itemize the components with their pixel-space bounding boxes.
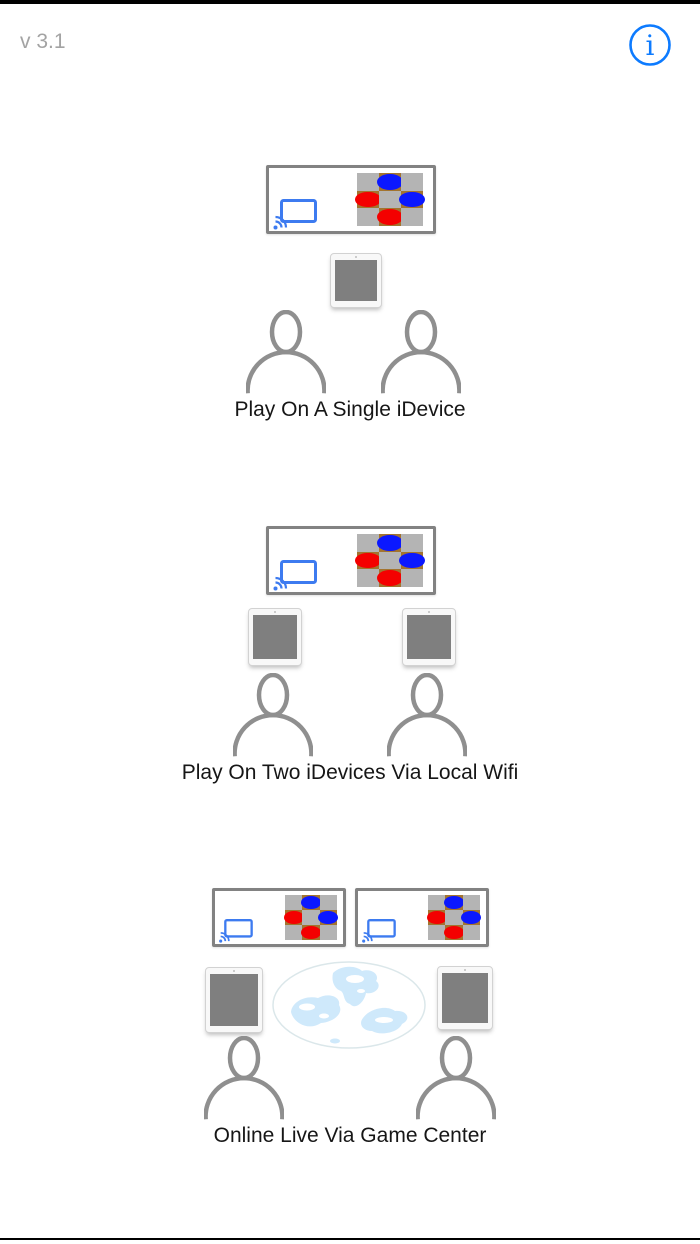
board-cell-dark xyxy=(283,910,304,925)
ipad-screen xyxy=(253,615,297,659)
red-checker-piece xyxy=(283,910,304,925)
tv-screen-right xyxy=(355,888,489,947)
board-cell-dark xyxy=(399,190,425,209)
player-silhouette-left xyxy=(233,673,313,757)
board-cell-dark xyxy=(461,910,482,925)
checkers-board xyxy=(355,173,425,226)
ipad-icon-right xyxy=(437,966,493,1030)
board-cell-light xyxy=(357,569,379,587)
board-cell-light xyxy=(428,895,446,910)
ipad-icon xyxy=(330,253,382,308)
ipad-screen xyxy=(442,973,488,1023)
ipad-camera-dot xyxy=(428,611,430,613)
board-cell-light xyxy=(428,925,446,940)
info-icon: i xyxy=(629,24,671,66)
ipad-icon-left xyxy=(248,608,302,666)
tv-screen-left xyxy=(212,888,346,947)
ipad-icon-right xyxy=(402,608,456,666)
ipad-camera-dot xyxy=(233,970,235,972)
blue-checker-piece xyxy=(399,552,425,569)
board-cell-light xyxy=(445,910,463,925)
ipad-screen xyxy=(210,974,258,1026)
blue-checker-piece xyxy=(377,173,403,190)
blue-checker-piece xyxy=(377,534,403,551)
board-cell-light xyxy=(462,895,480,910)
ipad-icon-left xyxy=(205,967,263,1033)
red-checker-piece xyxy=(355,191,381,208)
blue-checker-piece xyxy=(318,910,339,925)
screen-mirroring-icon xyxy=(362,919,396,943)
player-silhouette-left xyxy=(246,310,326,394)
red-checker-piece xyxy=(300,925,322,940)
checkers-board xyxy=(283,895,339,940)
board-cell-light xyxy=(462,925,480,940)
ipad-camera-dot xyxy=(274,611,276,613)
board-cell-light xyxy=(401,208,423,226)
tv-screen xyxy=(266,165,436,234)
ipad-screen xyxy=(407,615,451,659)
board-cell-dark xyxy=(355,190,381,209)
player-silhouette-left xyxy=(204,1036,284,1120)
board-cell-light xyxy=(401,173,423,191)
player-silhouette-right xyxy=(381,310,461,394)
menu-option-label: Play On A Single iDevice xyxy=(234,398,466,421)
checkers-board xyxy=(355,534,425,587)
board-cell-dark xyxy=(399,551,425,570)
board-cell-light xyxy=(302,910,320,925)
board-cell-light xyxy=(379,551,401,570)
board-cell-light xyxy=(401,569,423,587)
menu-option-two-devices-wifi[interactable]: Play On Two iDevices Via Local Wifi xyxy=(0,526,700,788)
board-cell-light xyxy=(379,190,401,209)
ipad-camera-dot xyxy=(464,969,466,971)
board-cell-dark xyxy=(443,895,465,910)
checkers-board xyxy=(426,895,482,940)
board-cell-dark xyxy=(300,925,322,940)
player-silhouette-right xyxy=(387,673,467,757)
svg-text:i: i xyxy=(646,29,655,62)
board-cell-dark xyxy=(443,925,465,940)
player-silhouette-right xyxy=(416,1036,496,1120)
red-checker-piece xyxy=(377,209,403,226)
board-cell-dark xyxy=(377,208,403,226)
board-cell-light xyxy=(357,173,379,191)
menu-option-single-device[interactable]: Play On A Single iDevice xyxy=(0,165,700,427)
menu-option-label: Play On Two iDevices Via Local Wifi xyxy=(181,761,519,784)
board-cell-light xyxy=(285,925,303,940)
board-cell-dark xyxy=(355,551,381,570)
screen-mirroring-icon xyxy=(219,919,253,943)
red-checker-piece xyxy=(426,910,447,925)
board-cell-dark xyxy=(318,910,339,925)
board-cell-dark xyxy=(377,569,403,587)
board-cell-light xyxy=(319,925,337,940)
red-checker-piece xyxy=(355,552,381,569)
board-cell-light xyxy=(401,534,423,552)
version-label: v 3.1 xyxy=(20,30,66,53)
ipad-screen xyxy=(335,260,377,301)
board-cell-light xyxy=(357,208,379,226)
globe-icon xyxy=(272,961,426,1049)
board-cell-light xyxy=(285,895,303,910)
menu-option-label: Online Live Via Game Center xyxy=(213,1124,487,1147)
board-cell-dark xyxy=(426,910,447,925)
blue-checker-piece xyxy=(300,895,322,910)
red-checker-piece xyxy=(377,570,403,587)
screen-mirroring-icon xyxy=(273,199,317,230)
board-cell-dark xyxy=(377,534,403,552)
blue-checker-piece xyxy=(443,895,465,910)
board-cell-dark xyxy=(377,173,403,191)
menu-option-online-game-center[interactable]: Online Live Via Game Center xyxy=(0,888,700,1150)
screen-mirroring-icon xyxy=(273,560,317,591)
blue-checker-piece xyxy=(399,191,425,208)
blue-checker-piece xyxy=(461,910,482,925)
red-checker-piece xyxy=(443,925,465,940)
bottom-black-line xyxy=(0,1238,700,1240)
top-black-bar xyxy=(0,0,700,4)
board-cell-light xyxy=(319,895,337,910)
board-cell-light xyxy=(357,534,379,552)
tv-screen xyxy=(266,526,436,595)
ipad-camera-dot xyxy=(355,256,357,258)
board-cell-dark xyxy=(300,895,322,910)
info-button[interactable]: i xyxy=(628,23,672,67)
